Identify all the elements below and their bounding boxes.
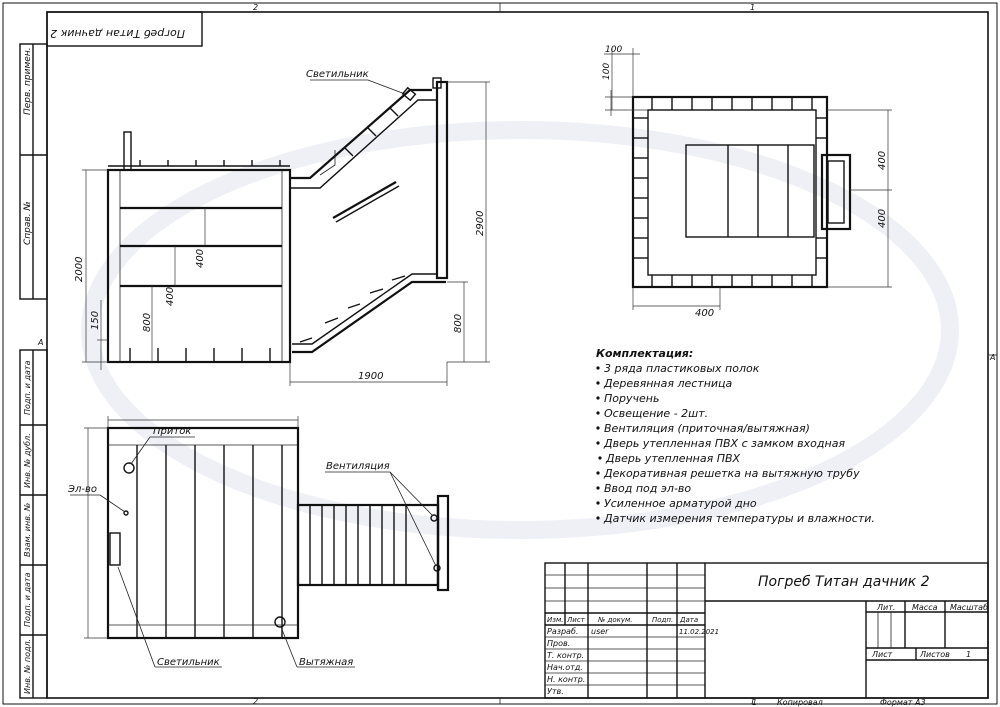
kit-bullet-6 bbox=[596, 441, 600, 445]
kit-item-9: Ввод под эл-во bbox=[604, 482, 691, 495]
stamp-row-razrab: Разраб. bbox=[547, 627, 578, 636]
kit-item-4: Освещение - 2шт. bbox=[604, 407, 708, 420]
dim-400-mid-1: 400 bbox=[165, 287, 176, 306]
footer-format: Формат А3 bbox=[880, 698, 926, 707]
dim-400-plan-right-2: 400 bbox=[877, 209, 888, 228]
label-ventilyatsiya: Вентиляция bbox=[326, 461, 390, 472]
dim-1900: 1900 bbox=[358, 371, 383, 382]
stamp-row-nach-otd: Нач.отд. bbox=[547, 663, 583, 672]
side-label-inv-podl: Инв. № подл. bbox=[23, 639, 32, 694]
stamp-row-n-kontr: Н. контр. bbox=[547, 675, 585, 684]
label-svetilnik-bottom: Светильник bbox=[157, 657, 220, 668]
kit-bullet-2 bbox=[596, 381, 600, 385]
stamp-date: 11.02.2021 bbox=[679, 628, 719, 636]
kit-bullet-3 bbox=[596, 396, 600, 400]
stamp-col-doc: № докум. bbox=[597, 616, 633, 624]
kit-list: Комплектация: 3 ряда пластиковых полок Д… bbox=[596, 347, 875, 525]
plan-view bbox=[604, 48, 892, 310]
kit-bullet-5 bbox=[596, 426, 600, 430]
kit-item-7: Дверь утепленная ПВХ bbox=[605, 452, 741, 465]
label-pritok: Приток bbox=[153, 426, 191, 437]
watermark bbox=[81, 121, 959, 539]
stamp-col-list: Лист bbox=[566, 616, 586, 624]
stamp-col-podp: Подп. bbox=[652, 616, 673, 624]
kit-heading: Комплектация: bbox=[596, 347, 693, 360]
kit-bullet-10 bbox=[596, 501, 600, 505]
zone-label-top-right: 1 bbox=[750, 3, 755, 12]
stamp-masshtab: Масштаб bbox=[950, 603, 988, 612]
kit-item-3: Поручень bbox=[604, 392, 659, 405]
dim-2000: 2000 bbox=[74, 257, 85, 282]
footer-kopiroval: Копировал bbox=[777, 698, 823, 707]
side-label-podp-data-1: Подп. и дата bbox=[23, 360, 32, 415]
stamp-row-prov: Пров. bbox=[547, 639, 570, 648]
dim-100-vertical: 100 bbox=[602, 63, 612, 80]
side-strip-top: Перв. примен. Справ. № bbox=[19, 43, 48, 300]
top-view bbox=[70, 416, 450, 668]
zone-label-top-left: 2 bbox=[253, 3, 258, 12]
stamp-col-izm: Изм. bbox=[547, 616, 563, 624]
zone-label-bottom-left: 2 bbox=[253, 697, 258, 706]
dim-400-mid-2: 400 bbox=[195, 249, 206, 268]
kit-bullet-11 bbox=[596, 516, 600, 520]
section-view bbox=[82, 77, 490, 386]
kit-bullet-8 bbox=[596, 471, 600, 475]
kit-bullet-7 bbox=[598, 456, 602, 460]
stamp-listov: Листов bbox=[919, 650, 950, 659]
dim-400-plan-right-1: 400 bbox=[877, 151, 888, 170]
zone-label-side-left: A bbox=[37, 338, 43, 347]
drawing-frame bbox=[46, 11, 989, 699]
kit-item-2: Деревянная лестница bbox=[603, 377, 733, 390]
kit-item-10: Усиленное арматурой дно bbox=[604, 497, 757, 510]
stamp-developer: user bbox=[591, 627, 609, 636]
zone-label-bottom-right: 1 bbox=[750, 697, 755, 706]
stamp-massa: Масса bbox=[912, 603, 938, 612]
stamp-col-data: Дата bbox=[679, 616, 698, 624]
label-svetilnik-top: Светильник bbox=[306, 69, 369, 80]
stamp-row-t-kontr: Т. контр. bbox=[547, 651, 584, 660]
side-label-inv-dubl: Инв. № дубл. bbox=[23, 433, 32, 488]
dim-150: 150 bbox=[90, 311, 101, 330]
stamp-listov-value: 1 bbox=[966, 650, 971, 659]
title-block bbox=[544, 562, 989, 699]
kit-bullet-4 bbox=[596, 411, 600, 415]
dim-800-right: 800 bbox=[453, 314, 464, 333]
zone-label-side-right: A bbox=[989, 353, 995, 362]
label-vytyazhnaya: Вытяжная bbox=[299, 657, 353, 668]
dim-800-left: 800 bbox=[142, 313, 153, 332]
side-label-podp-data-2: Подп. и дата bbox=[23, 572, 32, 627]
dim-100-horizontal: 100 bbox=[605, 45, 622, 55]
side-strip-bottom: Подп. и дата Инв. № дубл. Взам. инв. № П… bbox=[19, 349, 48, 699]
stamp-lit: Лит. bbox=[876, 603, 895, 612]
side-label-sprav-no: Справ. № bbox=[23, 201, 33, 245]
kit-item-1: 3 ряда пластиковых полок bbox=[604, 362, 760, 375]
kit-item-8: Декоративная решетка на вытяжную трубу bbox=[603, 467, 860, 480]
kit-bullet-9 bbox=[596, 486, 600, 490]
stamp-list: Лист bbox=[871, 650, 893, 659]
footer-copy-num: 1 bbox=[752, 698, 757, 707]
top-title-rotated: Погреб Титан дачник 2 bbox=[50, 27, 185, 40]
dim-2900: 2900 bbox=[475, 211, 486, 236]
side-label-vzam-inv: Взам. инв. № bbox=[23, 503, 32, 557]
dim-400-plan-bottom: 400 bbox=[695, 308, 714, 319]
label-el-vo: Эл-во bbox=[67, 484, 97, 495]
top-title-box: Погреб Титан дачник 2 bbox=[46, 11, 203, 47]
kit-bullet-1 bbox=[596, 366, 600, 370]
stamp-row-utv: Утв. bbox=[547, 687, 564, 696]
kit-item-11: Датчик измерения температуры и влажности… bbox=[603, 512, 875, 525]
title-block-title: Погреб Титан дачник 2 bbox=[758, 574, 930, 590]
kit-item-6: Дверь утепленная ПВХ с замком входная bbox=[603, 437, 845, 450]
kit-item-5: Вентиляция (приточная/вытяжная) bbox=[604, 422, 810, 435]
side-label-perv-primen: Перв. примен. bbox=[23, 47, 33, 115]
